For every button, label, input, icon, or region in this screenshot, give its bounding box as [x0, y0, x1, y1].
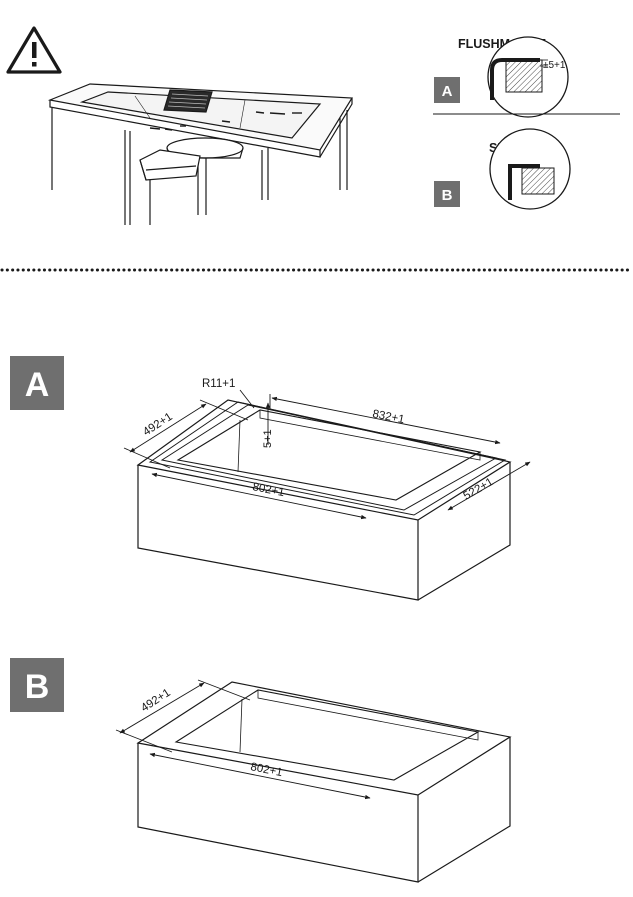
dimension-lines-b	[115, 679, 371, 800]
option-b-badge: B	[434, 181, 460, 207]
section-b-badge: B	[10, 658, 64, 712]
svg-text:A: A	[25, 366, 50, 404]
option-a-badge: A	[434, 77, 460, 103]
dim-b-depth: 492+1	[139, 687, 173, 715]
dim-a-width-outer: 832+1	[371, 408, 405, 426]
flushmount-detail: FLUSHMOUNT ±5+1	[458, 36, 569, 118]
dim-a-rebate-depth: 5+1	[262, 429, 274, 448]
svg-text:B: B	[442, 187, 453, 204]
svg-text:B: B	[25, 668, 50, 706]
cutout-b-drawing	[136, 681, 512, 883]
hob-glass	[79, 91, 322, 139]
vent-grille-icon	[163, 89, 213, 113]
cutout-a-drawing	[136, 399, 512, 601]
dim-a-radius: R11+1	[202, 378, 235, 390]
flushmount-tolerance: ±5+1	[543, 60, 566, 71]
warning-icon	[6, 26, 62, 74]
slimtop-detail: SLIMTOP	[489, 128, 571, 210]
hob-illustration	[47, 83, 354, 225]
dimension-lines-a	[123, 389, 531, 520]
svg-text:A: A	[442, 83, 453, 100]
section-a-badge: A	[10, 356, 64, 410]
